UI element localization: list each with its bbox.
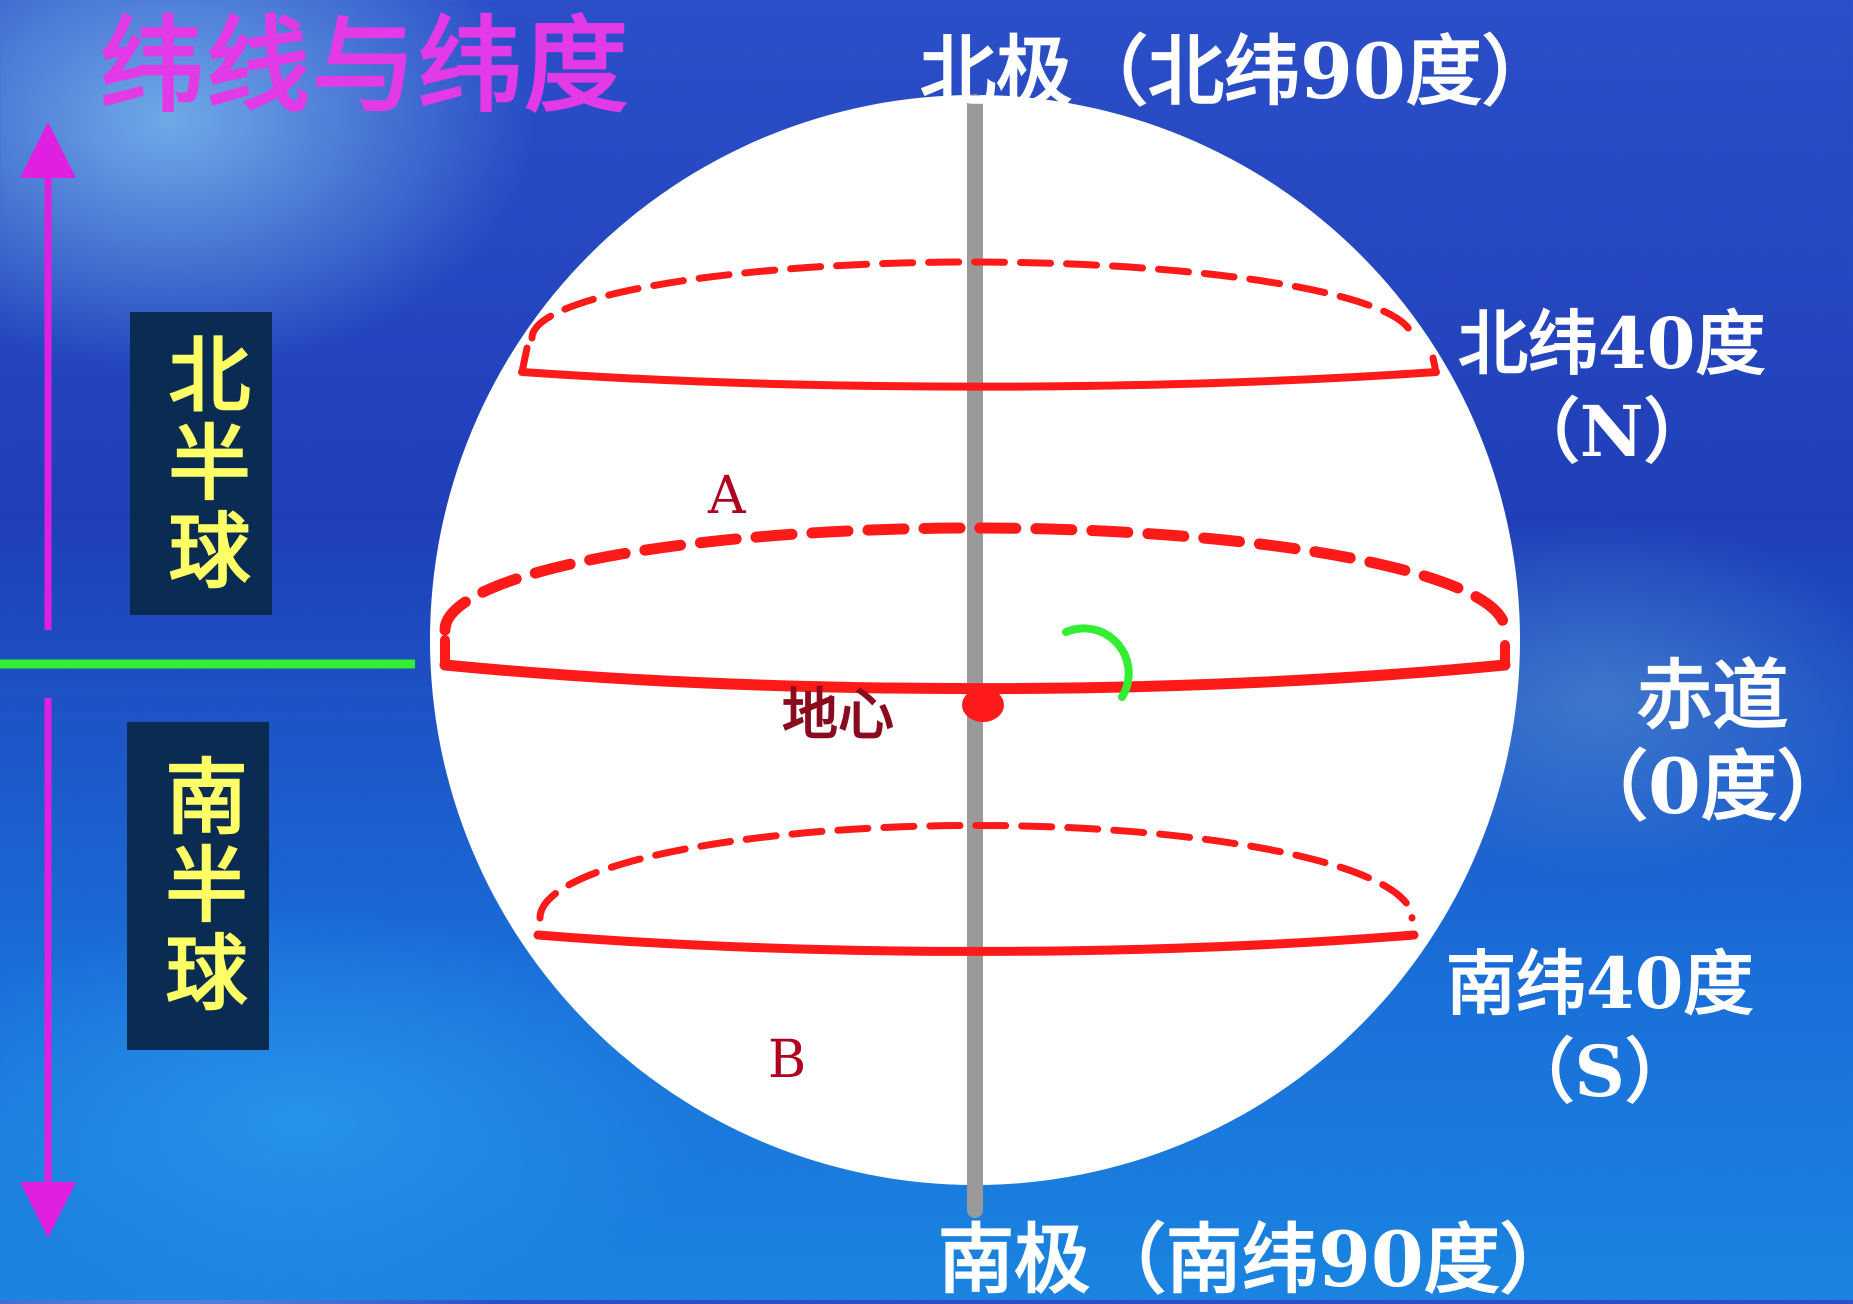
equator-front <box>439 659 1511 695</box>
north-40-label: 北纬40度 （N） <box>1458 300 1765 475</box>
diagram-canvas <box>0 94 1511 1238</box>
south-40-label-line2: （S） <box>1504 1029 1695 1113</box>
north-40-parallel-front <box>518 368 1440 391</box>
north-40-parallel-side-left <box>518 344 531 376</box>
south-40-parallel-back <box>536 821 1416 922</box>
page-title: 纬线与纬度 <box>100 5 631 127</box>
equator-label-line1: 赤道 <box>1636 651 1789 740</box>
north-40-parallel-side-right <box>1429 354 1440 376</box>
equator-label-line2: （0度） <box>1572 742 1853 832</box>
north-40-parallel-back <box>528 258 1416 342</box>
northern-hemisphere-label: 北半球 <box>154 331 249 596</box>
south-40-label: 南纬40度 （S） <box>1446 940 1753 1115</box>
southern-hemisphere-label: 南半球 <box>151 754 246 1018</box>
north-pole-label: 北极（北纬90度） <box>920 27 1558 116</box>
north-40-label-line2: （N） <box>1509 389 1714 473</box>
earth-center-dot <box>962 688 1004 722</box>
south-40-parallel-front <box>533 930 1419 956</box>
north-40-label-line1: 北纬40度 <box>1458 302 1766 385</box>
south-40-label-line1: 南纬40度 <box>1446 942 1754 1025</box>
latitude-angle-arc <box>1062 624 1133 701</box>
point-b-label: B <box>768 1030 807 1090</box>
southern-hemisphere-box: 南半球 <box>127 722 269 1050</box>
northern-hemisphere-box: 北半球 <box>130 312 272 615</box>
earth-center-label: 地心 <box>782 683 894 748</box>
equator-back <box>439 522 1511 636</box>
equator-label: 赤道 （0度） <box>1572 650 1853 832</box>
south-pole-label: 南极（南纬90度） <box>938 1215 1576 1304</box>
point-a-label: A <box>708 466 746 526</box>
